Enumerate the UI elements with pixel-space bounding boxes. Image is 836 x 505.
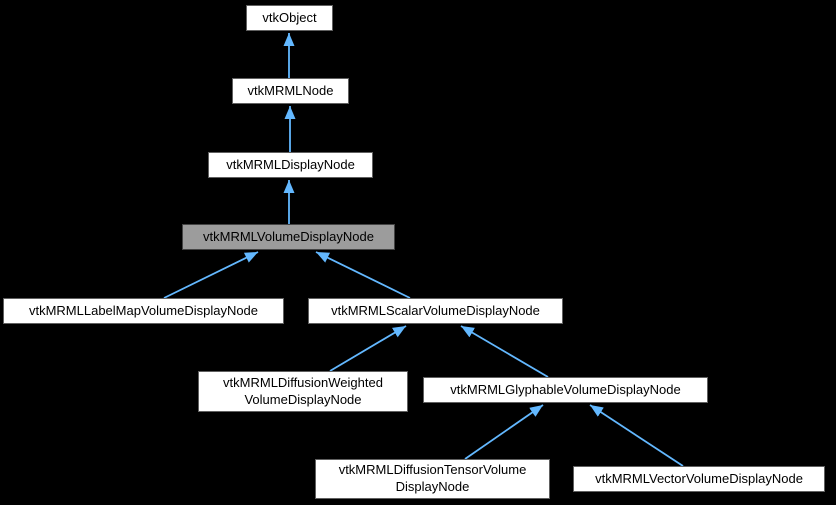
class-node-vtkmrmldiffusionweightedvolumedisplaynode[interactable]: vtkMRMLDiffusionWeighted VolumeDisplayNo… bbox=[198, 371, 408, 412]
class-node-vtkmrmlglyphablevolumedisplaynode[interactable]: vtkMRMLGlyphableVolumeDisplayNode bbox=[423, 377, 708, 403]
class-node-vtkmrmlvolumedisplaynode[interactable]: vtkMRMLVolumeDisplayNode bbox=[182, 224, 395, 250]
class-node-vtkmrmldiffusiontensorvolumedisplaynode[interactable]: vtkMRMLDiffusionTensorVolume DisplayNode bbox=[315, 459, 550, 499]
class-node-vtkmrmlscalarvolumedisplaynode[interactable]: vtkMRMLScalarVolumeDisplayNode bbox=[308, 298, 563, 324]
class-node-vtkmrmlnode[interactable]: vtkMRMLNode bbox=[232, 78, 349, 104]
inheritance-arrow bbox=[315, 251, 411, 299]
inheritance-arrow bbox=[329, 325, 407, 372]
class-node-vtkmrmlvectorvolumedisplaynode[interactable]: vtkMRMLVectorVolumeDisplayNode bbox=[573, 466, 825, 492]
class-node-vtkmrmllabelmapvolumedisplaynode[interactable]: vtkMRMLLabelMapVolumeDisplayNode bbox=[3, 298, 284, 324]
class-node-vtkmrmldisplaynode[interactable]: vtkMRMLDisplayNode bbox=[208, 152, 373, 178]
inheritance-arrow bbox=[589, 404, 684, 467]
inheritance-arrow bbox=[464, 404, 544, 460]
class-node-vtkobject[interactable]: vtkObject bbox=[246, 5, 333, 31]
inheritance-arrow bbox=[460, 325, 549, 378]
inheritance-arrow bbox=[163, 251, 259, 299]
